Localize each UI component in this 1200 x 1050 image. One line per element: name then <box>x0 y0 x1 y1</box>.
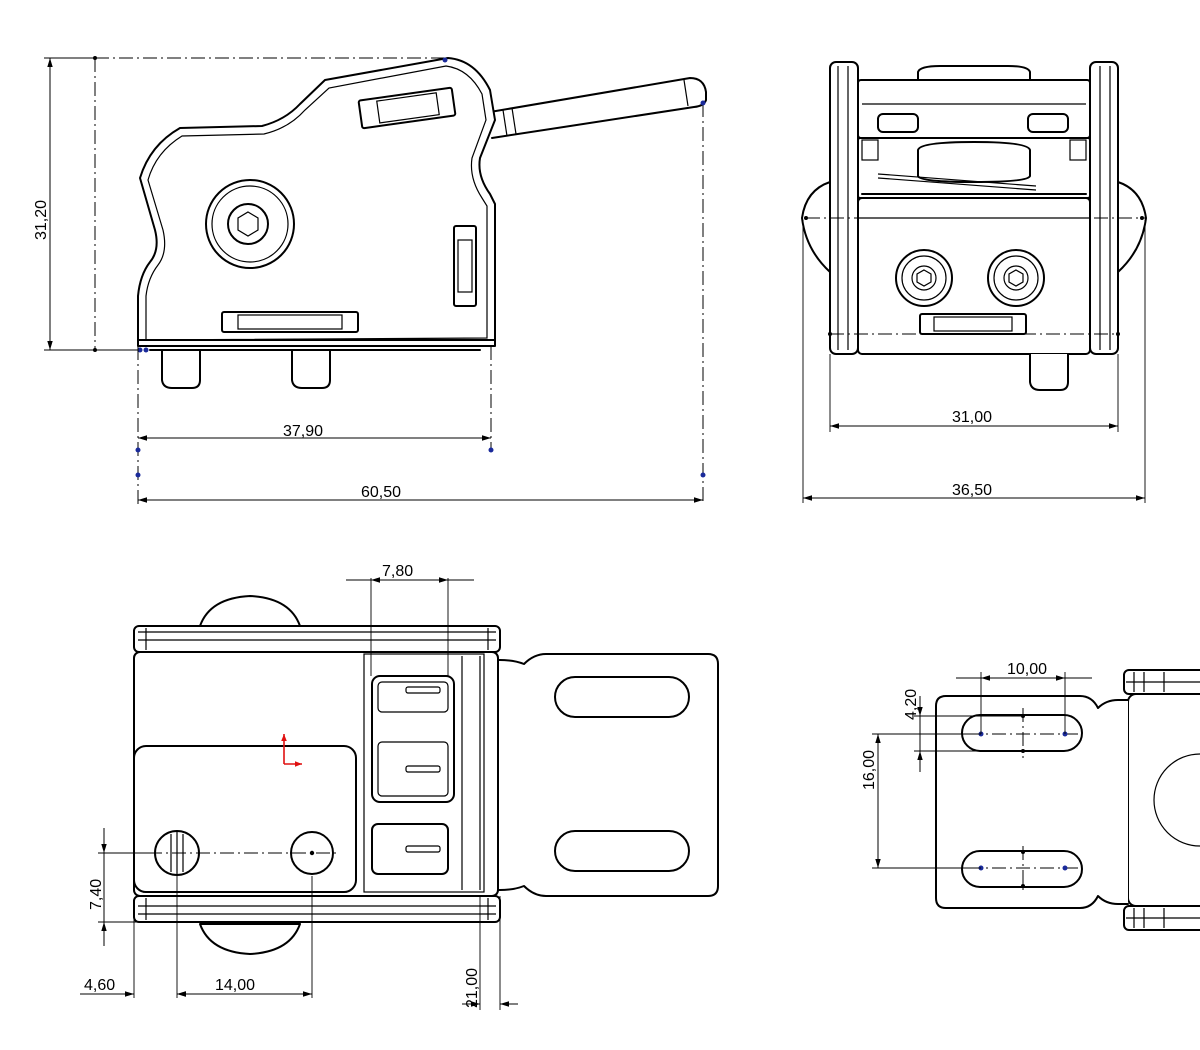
top-connector-lower <box>371 823 449 875</box>
top-terminal-3 <box>405 845 441 853</box>
dim-top-hole-edge: 4,60 <box>84 977 115 994</box>
detail-view: 10,00 4,20 16,00 <box>861 661 1200 931</box>
dim-side-height: 31,20 <box>33 200 50 240</box>
side-tilted-slot <box>357 86 457 130</box>
dim-top-slot-width: 7,80 <box>382 563 413 580</box>
dim-top-hole-pitch: 14,00 <box>215 977 255 994</box>
top-dome-upper <box>199 595 301 627</box>
front-screw-right <box>987 249 1045 307</box>
dim-side-overall-width: 60,50 <box>361 484 401 501</box>
dim-detail-slot-spacing: 16,00 <box>861 750 878 790</box>
top-tongue-slot-lower <box>554 830 690 872</box>
side-foot-right <box>291 349 331 389</box>
side-housing <box>137 57 496 347</box>
detail-body-circle <box>1153 753 1200 847</box>
dim-front-overall-width: 36,50 <box>952 482 992 499</box>
side-lever-arm <box>489 77 707 139</box>
front-plate-right <box>1089 61 1119 355</box>
top-connector-upper <box>371 675 455 803</box>
top-rail-upper <box>133 625 501 653</box>
side-bottom-slot <box>221 311 359 333</box>
side-view: 31,20 37,90 60,50 <box>33 56 707 505</box>
coordinate-axis-icon <box>281 734 302 767</box>
front-lower-body <box>857 197 1091 355</box>
side-vertical-slot <box>453 225 477 307</box>
front-plate-left <box>829 61 859 355</box>
front-knob-left <box>801 181 831 273</box>
front-upper-slot-right <box>1027 113 1069 133</box>
front-upper-slot-left <box>877 113 919 133</box>
dim-side-base-width: 37,90 <box>283 423 323 440</box>
side-housing-inner <box>145 65 488 341</box>
dim-detail-slot-pitch: 10,00 <box>1007 661 1047 678</box>
top-terminal-2 <box>405 765 441 773</box>
dim-top-slot-offset: 21,00 <box>464 968 481 1008</box>
dim-top-hole-vertical: 7,40 <box>88 879 105 910</box>
dim-detail-slot-width: 4,20 <box>903 689 920 720</box>
front-view: 31,00 36,50 <box>801 61 1147 503</box>
detail-body <box>1127 693 1200 907</box>
side-dimension-height: 31,20 <box>33 56 448 353</box>
top-terminal-1 <box>405 686 441 694</box>
front-bottom-slot <box>919 313 1027 335</box>
dim-front-inner-width: 31,00 <box>952 409 992 426</box>
top-view: 7,80 7,40 4,60 14,00 21,00 <box>80 563 719 1010</box>
front-top-cap <box>917 65 1031 81</box>
side-dimension-widths: 37,90 60,50 <box>135 100 706 505</box>
top-dome-lower <box>199 923 301 955</box>
top-tongue-slot-upper <box>554 676 690 718</box>
side-screw-head <box>227 203 269 245</box>
top-rail-lower <box>133 895 501 923</box>
front-foot <box>1029 353 1069 391</box>
front-knob-right <box>1117 181 1147 273</box>
front-bearing-cylinder <box>917 141 1031 183</box>
front-screw-left <box>895 249 953 307</box>
side-foot-left <box>161 349 201 389</box>
